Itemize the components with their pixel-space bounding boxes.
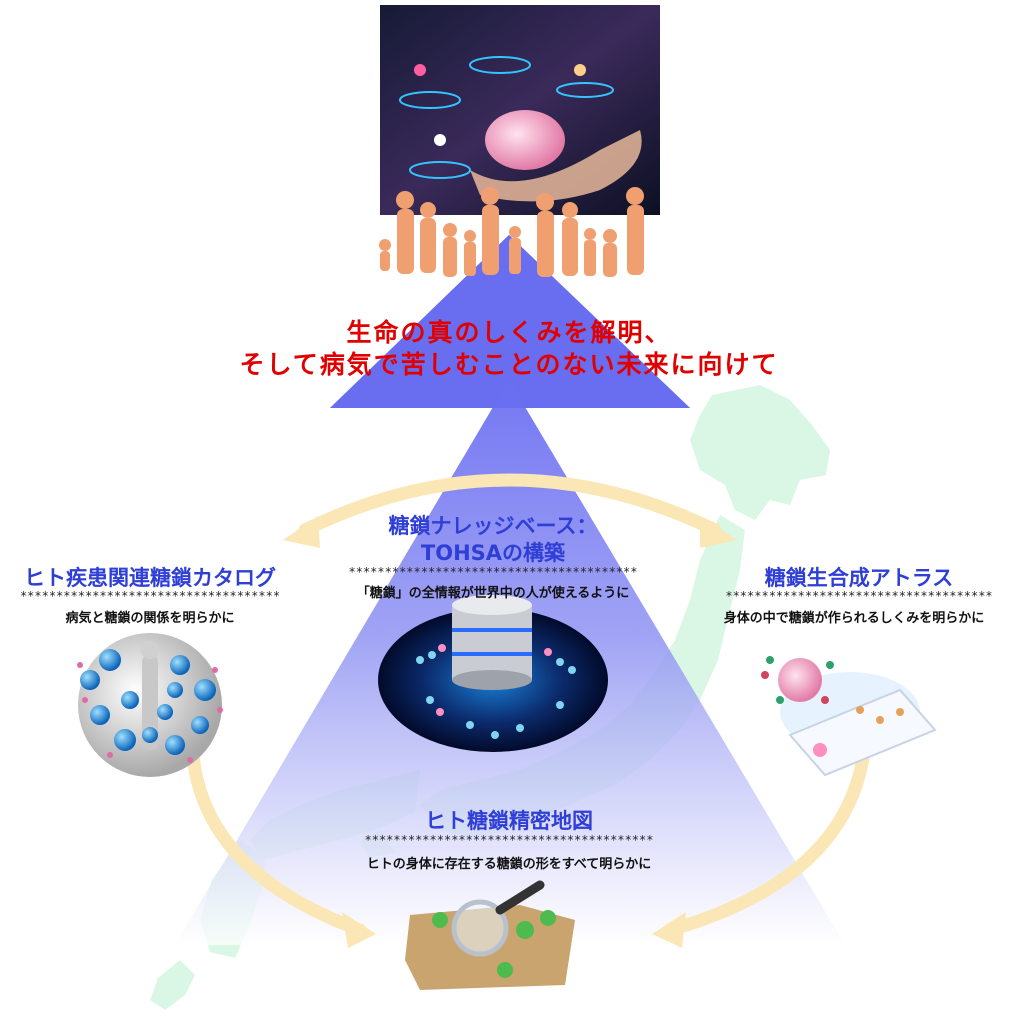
left-title: ヒト疾患関連糖鎖カタログ [24, 566, 276, 590]
bottom-description: ヒトの身体に存在する糖鎖の形をすべて明らかに [366, 857, 652, 872]
people-silhouettes [379, 187, 644, 277]
goal-line-2: そして病気で苦しむことのない未来に向けて [239, 350, 779, 379]
disease-catalog-image [77, 633, 223, 777]
vision-photo [380, 5, 660, 215]
center-divider: **************************************** [348, 565, 638, 579]
database-cylinder-icon [452, 595, 532, 690]
magnifier-icon [451, 880, 545, 957]
knowledge-top-shape [330, 235, 690, 408]
left-divider: ************************************ [19, 589, 281, 603]
center-description: 「糖鎖」の全情報が世界中の人が使えるように [356, 586, 630, 601]
goal-line-1: 生命の真のしくみを解明、 [346, 318, 672, 347]
right-divider: ************************************* [725, 589, 993, 603]
left-description: 病気と糖鎖の関係を明らかに [65, 611, 235, 626]
right-title: 糖鎖生合成アトラス [764, 566, 954, 590]
bottom-divider: **************************************** [364, 833, 654, 847]
center-title-line-1: 糖鎖ナレッジベース： [388, 514, 598, 538]
biosynthesis-atlas-image [761, 656, 937, 777]
center-title-line-2: TOHSAの構築 [420, 541, 566, 565]
right-description: 身体の中で糖鎖が作られるしくみを明らかに [723, 611, 985, 626]
bottom-title: ヒト糖鎖精密地図 [425, 809, 593, 833]
database-image [378, 595, 608, 752]
precision-map-image [405, 880, 575, 990]
